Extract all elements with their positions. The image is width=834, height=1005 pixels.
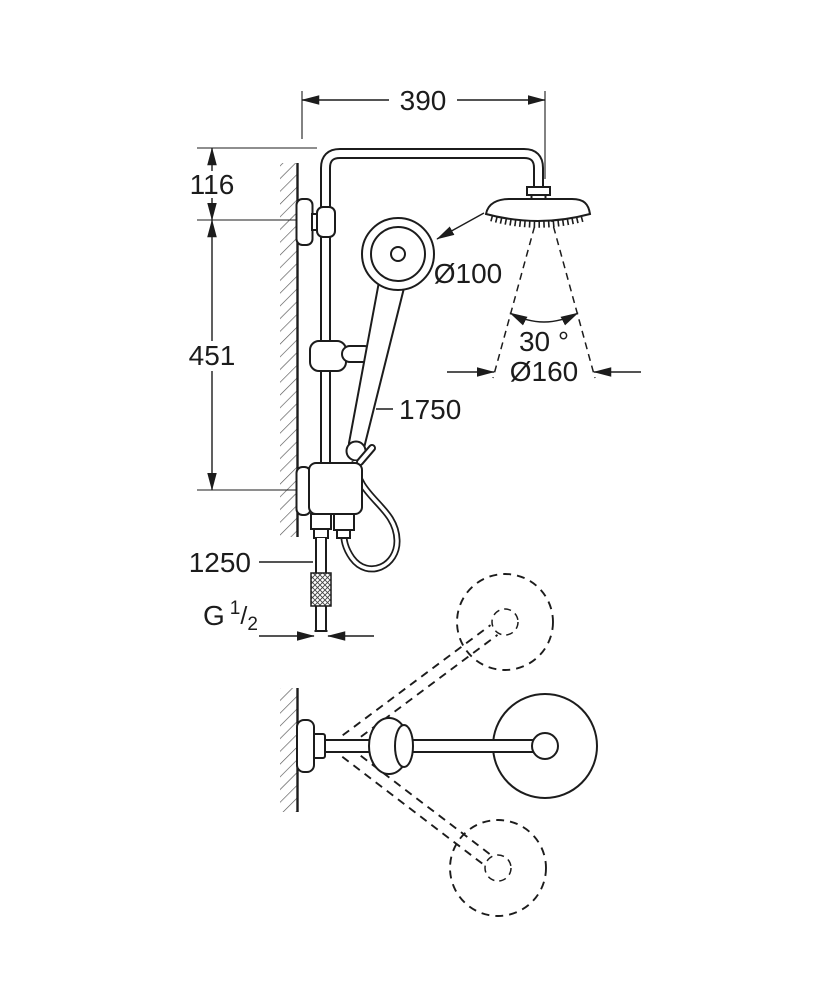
top-bracket-clamp (316, 206, 336, 238)
wall-hatch-lower (280, 688, 297, 812)
dim-label-1250: 1250 (189, 547, 251, 578)
top-bracket-plate (295, 198, 314, 246)
wall-upper (280, 163, 299, 537)
thread-prefix: G (203, 600, 225, 631)
thread-slash: / (240, 602, 247, 630)
dim-label-160: Ø160 (510, 356, 579, 387)
leader-100 (436, 212, 485, 240)
spray-ray-left (492, 191, 545, 379)
shower-hose (340, 460, 401, 573)
swivel-arm-top-view (280, 573, 598, 917)
head-shower-nozzles (490, 214, 586, 228)
pipe-core (322, 150, 542, 470)
outlet-stub-right (336, 529, 351, 539)
thread-denominator: 2 (247, 614, 258, 635)
wall-flange-top-view (296, 719, 315, 773)
phantom-arm-lower-a (341, 756, 485, 866)
braided-section (310, 572, 332, 607)
diverter-lever-core (358, 446, 374, 464)
dim-label-100: Ø100 (434, 258, 503, 289)
dim-label-116: 116 (190, 169, 235, 200)
outlet-nut-right (333, 513, 355, 531)
fitting-nut (526, 186, 551, 196)
ball-joint-inner (394, 724, 414, 768)
outlet-stub-left (313, 528, 329, 539)
outlet-nut-left (310, 513, 332, 530)
phantom-head-lower (449, 819, 547, 917)
phantom-arm-lower-b (349, 746, 492, 857)
phantom-arm-upper-a (349, 634, 499, 746)
dim-label-1750: 1750 (399, 394, 461, 425)
wall-hatch-upper (280, 163, 297, 537)
slider-clamp (309, 340, 347, 372)
head-shower-body (484, 198, 592, 222)
top-wall-bracket (295, 198, 336, 246)
diverter-body (308, 462, 363, 515)
phantom-arm-upper-b (342, 624, 492, 737)
phantom-head-upper (456, 573, 554, 671)
dim-label-30: 30 ° (519, 326, 569, 357)
head-hub-top-view (531, 732, 559, 760)
bottom-bracket (295, 444, 376, 539)
angle-arc-30 (509, 312, 579, 326)
shower-pipe (320, 148, 544, 470)
supply-connection (310, 538, 332, 632)
thread-numerator: 1 (230, 598, 241, 619)
dim-label-390: 390 (400, 85, 447, 116)
hose-core (341, 460, 399, 571)
hand-shower-handle (347, 277, 407, 453)
spray-cone (492, 191, 596, 379)
head-shower (484, 198, 592, 228)
phantom-hub-upper (491, 608, 519, 636)
spray-ray-right (543, 191, 596, 379)
dim-label-451: 451 (189, 340, 236, 371)
hand-shower-head-hub (390, 246, 406, 262)
hand-shower (345, 217, 435, 462)
phantom-hub-lower (484, 854, 512, 882)
